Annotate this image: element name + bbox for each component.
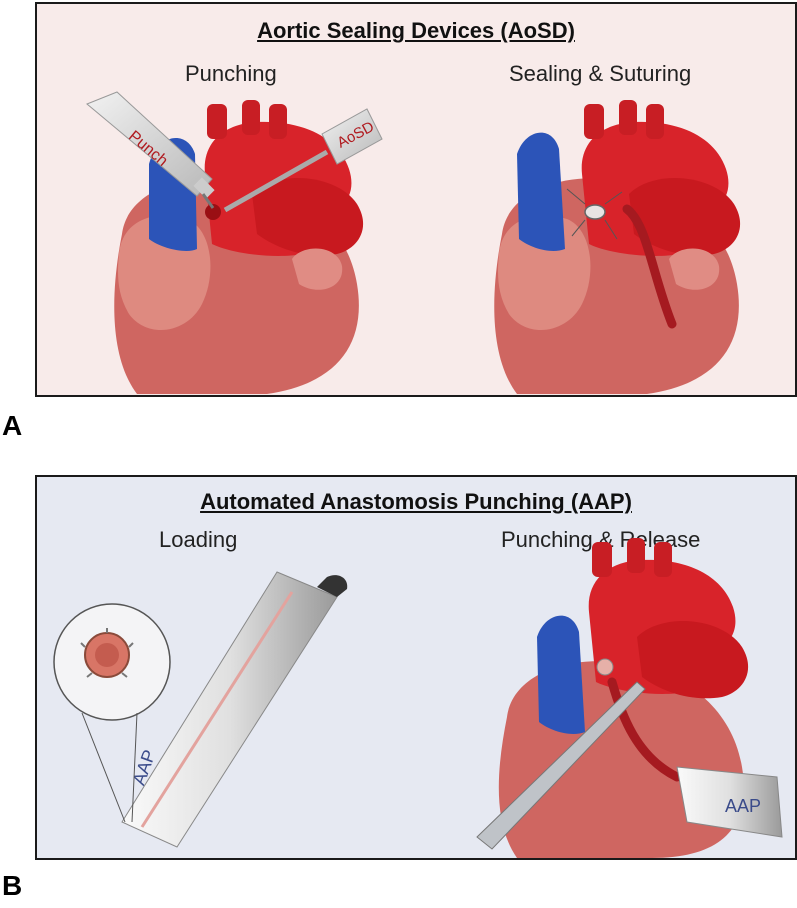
aortic-branch-1 [207,104,227,139]
panel-a-title: Aortic Sealing Devices (AoSD) [257,18,575,43]
sealing-disc [584,204,606,220]
bypass-graft [607,677,682,782]
heart-right-a [494,100,741,394]
aortic-branch-2 [627,538,645,573]
panel-b-illustration: AAP AAP [53,538,783,858]
panel-a-illustration: Punch AoSD [86,91,741,394]
heart-left-a [114,100,364,394]
sutures [566,188,623,240]
aap-device-label: AAP [725,796,761,816]
left-appendage [292,248,343,290]
punch-ring-magnifier [53,603,171,823]
aap-device-release: AAP [676,766,783,838]
loading-caption: Loading [159,527,238,552]
aosd-tool: AoSD [223,108,383,213]
aortic-branch-3 [654,542,672,577]
vena-cava [517,132,565,251]
punching-caption: Punching [185,61,277,86]
bypass-graft [622,204,677,329]
panel-b-title: Automated Anastomosis Punching (AAP) [200,489,632,514]
panel-b-letter: B [2,870,23,901]
aortic-branch-1 [584,104,604,139]
anastomosis-site [596,658,614,676]
pulmonary-artery [252,177,364,256]
aortic-branch-3 [646,104,664,139]
sealing-suturing-caption: Sealing & Suturing [509,61,692,86]
aortic-branch-1 [592,542,612,577]
vena-cava [537,615,585,734]
heart-b [498,538,749,858]
left-appendage [669,248,720,290]
panel-a-letter: A [2,410,23,441]
pulmonary-artery [629,177,741,256]
panel-b: Automated Anastomosis Punching (AAP) Loa… [35,475,797,860]
aortic-branch-3 [269,104,287,139]
aortic-branch-2 [242,100,260,135]
aortic-branch-2 [619,100,637,135]
pulmonary-artery [637,620,749,699]
aap-device-loading: AAP [121,571,348,848]
punch-site [205,204,221,220]
atrium [498,215,591,331]
panel-a: Aortic Sealing Devices (AoSD) Punching S… [35,2,797,397]
forceps [476,681,646,850]
